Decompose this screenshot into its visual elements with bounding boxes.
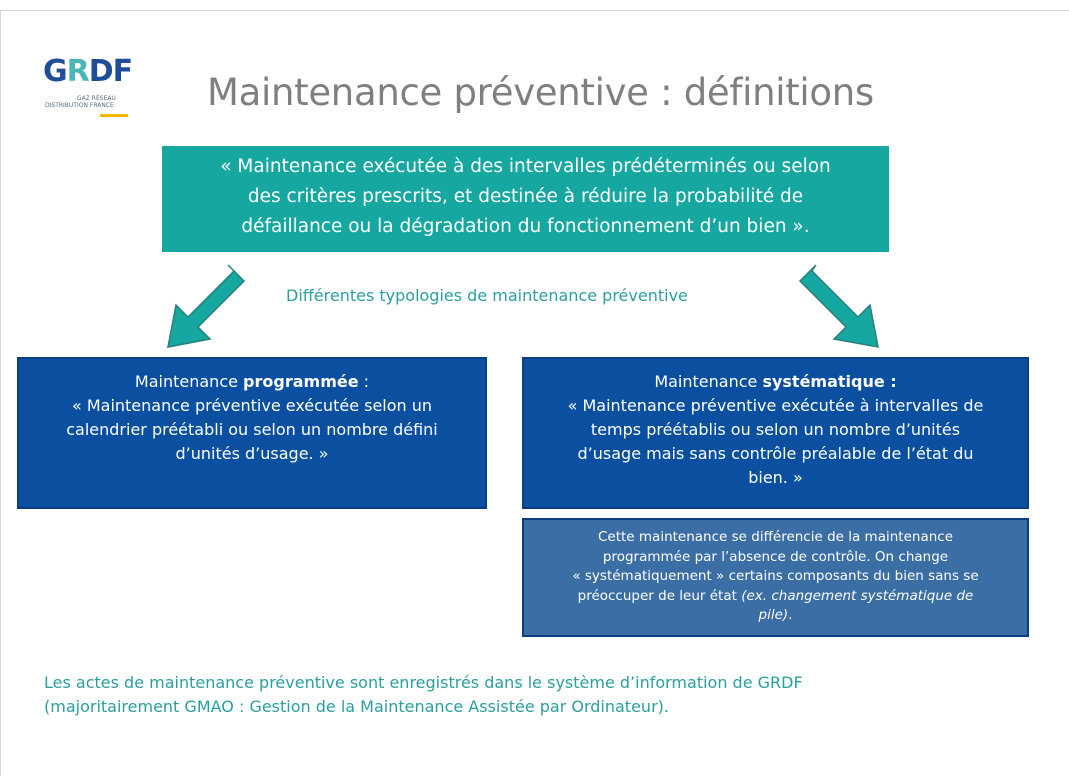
programmee-box: Maintenance programmée : « Maintenance p… — [17, 357, 487, 509]
logo-wordmark: GRDF — [43, 54, 133, 89]
footer-line: (majoritairement GMAO : Gestion de la Ma… — [44, 697, 669, 716]
definition-box: « Maintenance exécutée à des intervalles… — [162, 146, 889, 252]
systematique-line: « Maintenance préventive exécutée à inte… — [567, 396, 984, 415]
typologies-subtitle: Différentes typologies de maintenance pr… — [286, 286, 688, 305]
arrow-down-left-icon — [167, 264, 246, 348]
note-line: « systématiquement » certains composants… — [572, 568, 979, 584]
grdf-logo: GRDF GAZ RÉSEAU DISTRIBUTION FRANCE — [43, 55, 173, 121]
programmee-line: calendrier préétabli ou selon un nombre … — [66, 420, 438, 439]
systematique-line: temps préétablis ou selon un nombre d’un… — [590, 420, 961, 439]
programmee-heading: Maintenance programmée : — [134, 372, 370, 391]
definition-line: des critères prescrits, et destinée à ré… — [247, 186, 804, 207]
programmee-line: « Maintenance préventive exécutée selon … — [71, 396, 433, 415]
slide: GRDF GAZ RÉSEAU DISTRIBUTION FRANCE Main… — [0, 10, 1069, 776]
systematique-line: bien. » — [748, 468, 803, 487]
systematique-box: Maintenance systématique : « Maintenance… — [522, 357, 1029, 509]
footer-text: Les actes de maintenance préventive sont… — [44, 671, 1034, 719]
definition-line: défaillance ou la dégradation du fonctio… — [241, 216, 810, 237]
arrow-down-right-icon — [798, 264, 879, 348]
systematique-heading: Maintenance systématique : — [654, 372, 897, 391]
page-title: Maintenance préventive : définitions — [207, 71, 874, 114]
systematique-note-box: Cette maintenance se différencie de la m… — [522, 518, 1029, 637]
logo-accent-bar — [100, 114, 128, 117]
programmee-line: d’unités d’usage. » — [175, 444, 329, 463]
note-line: Cette maintenance se différencie de la m… — [597, 529, 953, 545]
note-line: pile). — [758, 607, 793, 623]
footer-line: Les actes de maintenance préventive sont… — [44, 673, 803, 692]
note-line: préoccuper de leur état (ex. changement … — [577, 587, 974, 604]
logo-tagline-1: GAZ RÉSEAU — [77, 95, 116, 102]
systematique-line: d’usage mais sans contrôle préalable de … — [577, 444, 974, 463]
definition-line: « Maintenance exécutée à des intervalles… — [220, 156, 831, 177]
note-line: programmée par l’absence de contrôle. On… — [602, 548, 949, 565]
logo-tagline-2: DISTRIBUTION FRANCE — [45, 102, 114, 109]
